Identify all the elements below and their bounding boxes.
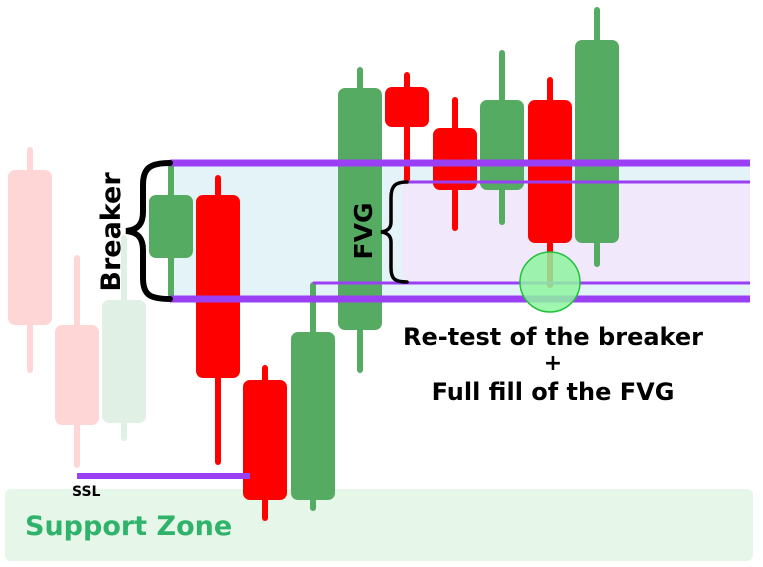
candle-bear-faded — [8, 147, 52, 373]
candle-body — [291, 332, 335, 500]
breaker-label: Breaker — [96, 172, 127, 292]
ssl-label: SSL — [72, 484, 101, 500]
candle-bull — [575, 7, 619, 267]
candle-body — [55, 325, 99, 425]
candle-body — [8, 170, 52, 325]
candle-body — [243, 380, 287, 500]
candle-body — [480, 100, 524, 190]
candles — [8, 7, 619, 521]
retest-circle — [519, 251, 581, 313]
candle-body — [433, 128, 477, 190]
candle-body — [385, 87, 429, 127]
candle-body — [528, 100, 572, 243]
fvg-label: FVG — [349, 203, 378, 260]
candle-body — [196, 195, 240, 378]
candle-bull — [338, 67, 382, 373]
fvg-brace — [380, 180, 409, 284]
candle-bear — [196, 175, 240, 465]
candle-bear-faded — [55, 255, 99, 468]
candle-bear — [243, 365, 287, 521]
annotation-line2: Full fill of the FVG — [432, 378, 675, 406]
candle-body — [149, 195, 193, 258]
candle-bull-faded — [102, 235, 146, 441]
support-zone — [5, 489, 753, 561]
candle-bull — [149, 164, 193, 298]
candle-bull — [480, 50, 524, 225]
candle-bull — [291, 282, 335, 511]
support-zone-label: Support Zone — [25, 511, 232, 542]
candle-body — [575, 40, 619, 243]
candle-body — [338, 88, 382, 330]
candle-body — [102, 300, 146, 423]
annotation-plus: + — [544, 351, 562, 376]
breaker-brace — [125, 160, 173, 302]
annotation-line1: Re-test of the breaker — [403, 323, 703, 351]
